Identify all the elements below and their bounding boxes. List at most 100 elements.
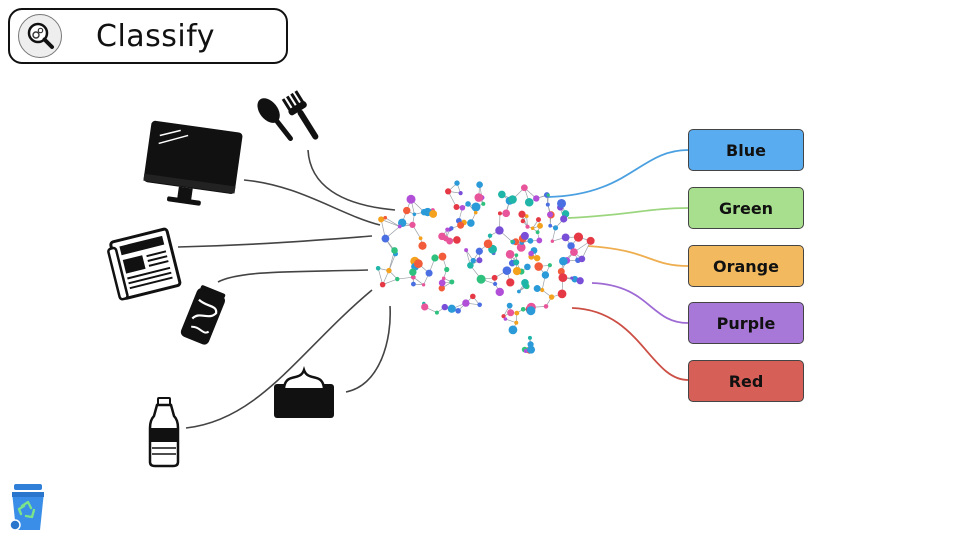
category-connectors (547, 149, 689, 381)
brain-node (403, 206, 411, 215)
brain-node (513, 259, 520, 266)
brain-node (550, 239, 555, 243)
brain-node (561, 233, 570, 242)
brain-node (444, 266, 450, 273)
brain-node (535, 217, 541, 223)
brain-node (506, 302, 513, 309)
brain-node (375, 266, 381, 271)
brain-node (410, 274, 416, 280)
connector-newspaper (177, 235, 373, 248)
brain-node (535, 230, 540, 235)
brain-node (483, 239, 493, 249)
brain-node (441, 303, 448, 311)
brain-node (558, 273, 568, 283)
item-connectors (177, 149, 396, 429)
brain-node (508, 325, 518, 335)
brain-node (445, 188, 452, 195)
brain-node (418, 236, 423, 241)
brain-link (385, 217, 400, 227)
brain-node (438, 285, 445, 292)
brain-node (467, 262, 474, 269)
brain-node (434, 310, 439, 315)
category-blue: Blue (688, 129, 804, 171)
brain-node (470, 293, 476, 300)
brain-node (527, 335, 532, 340)
brain-node (530, 226, 535, 231)
brain-node (520, 306, 526, 312)
brain-node (447, 304, 456, 313)
brain-node (516, 242, 526, 252)
connector-can (217, 269, 369, 283)
brain-node (534, 262, 543, 271)
brain-node (528, 250, 534, 257)
brain-node (527, 237, 534, 244)
brain-node (454, 180, 460, 186)
connector-fork-spoon (307, 149, 396, 211)
brain-node (578, 255, 586, 263)
brain-node (491, 274, 498, 281)
brain-node (497, 211, 502, 216)
connector-red (571, 307, 689, 381)
category-label-orange: Orange (713, 256, 779, 276)
brain-node (567, 242, 575, 250)
brain-node (573, 232, 584, 242)
brain-node (391, 247, 398, 254)
category-red: Red (688, 360, 804, 402)
brain-node (514, 320, 519, 325)
brain-node (438, 279, 446, 287)
brain-node (457, 221, 465, 229)
brain-node (524, 197, 534, 207)
brain-node (548, 223, 553, 228)
brain-node (540, 287, 545, 293)
brain-node (473, 210, 478, 215)
brain-node (474, 193, 484, 202)
brain-node (541, 271, 550, 279)
brain-node (441, 276, 446, 281)
brain-node (421, 303, 429, 311)
brain-node (379, 281, 386, 288)
brain-node (520, 218, 526, 224)
brain-node (505, 250, 515, 259)
brain-node (429, 210, 438, 218)
brain-node (524, 263, 531, 271)
brain-node (498, 190, 506, 199)
brain-node (524, 214, 529, 219)
brain-node (536, 237, 543, 244)
brain-node (412, 212, 417, 217)
brain-node (443, 235, 449, 242)
brain-node (547, 211, 554, 218)
brain-node (453, 204, 460, 211)
category-green: Green (688, 187, 804, 229)
monitor-icon (143, 120, 243, 206)
brain-node (557, 198, 567, 208)
brain-node (476, 257, 483, 264)
brain-node (453, 236, 461, 244)
recycle-bin-icon (6, 484, 48, 536)
brain-node (522, 282, 529, 289)
brain-node (470, 257, 476, 264)
brain-node (545, 202, 550, 207)
brain-node (537, 222, 543, 229)
brain-node (557, 289, 567, 299)
brain-node (503, 317, 508, 321)
brain-node (546, 193, 550, 197)
category-label-green: Green (718, 198, 774, 218)
brain-node (493, 281, 498, 287)
brain-node (413, 259, 423, 269)
brain-node (525, 224, 530, 229)
connector-monitor (243, 179, 381, 226)
brain-node (514, 310, 520, 316)
brain-node (507, 309, 515, 317)
brain-node (449, 279, 455, 285)
brain-node (559, 256, 568, 266)
brain-node (476, 274, 486, 284)
brain-node (508, 195, 517, 204)
brain-node (445, 227, 450, 232)
brain-node (576, 277, 584, 285)
brain-node (464, 248, 469, 253)
connector-orange (587, 245, 689, 267)
connector-purple (591, 282, 689, 324)
magnifier-gear-icon (18, 14, 62, 58)
brain-node (557, 267, 565, 275)
